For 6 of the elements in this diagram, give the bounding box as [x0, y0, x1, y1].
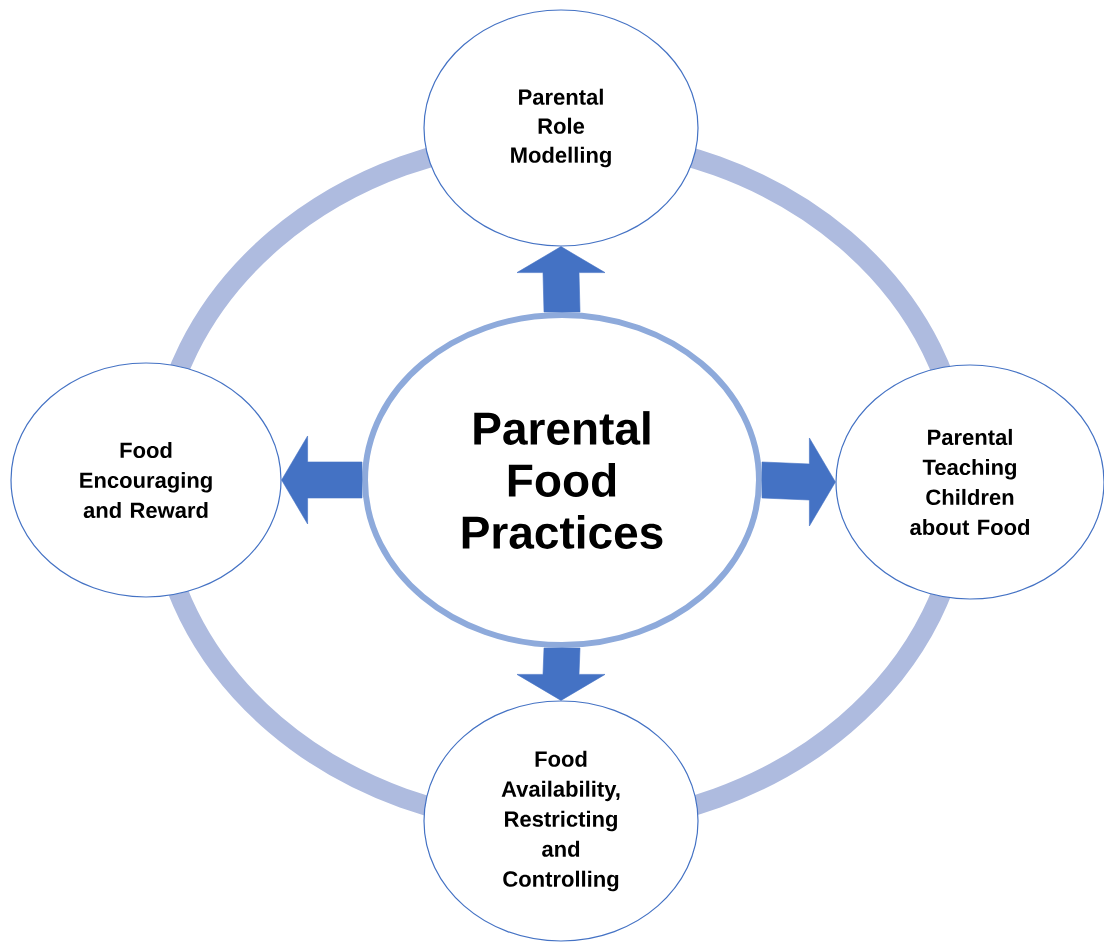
node-label: Parental Teaching Children about Food: [910, 428, 1030, 536]
block-arrow: [516, 246, 606, 313]
block-arrow: [516, 647, 606, 701]
node-label: Food Availability, Restricting and Controlling: [501, 750, 620, 892]
block-arrow: [281, 435, 363, 525]
block-arrow: [761, 437, 836, 527]
